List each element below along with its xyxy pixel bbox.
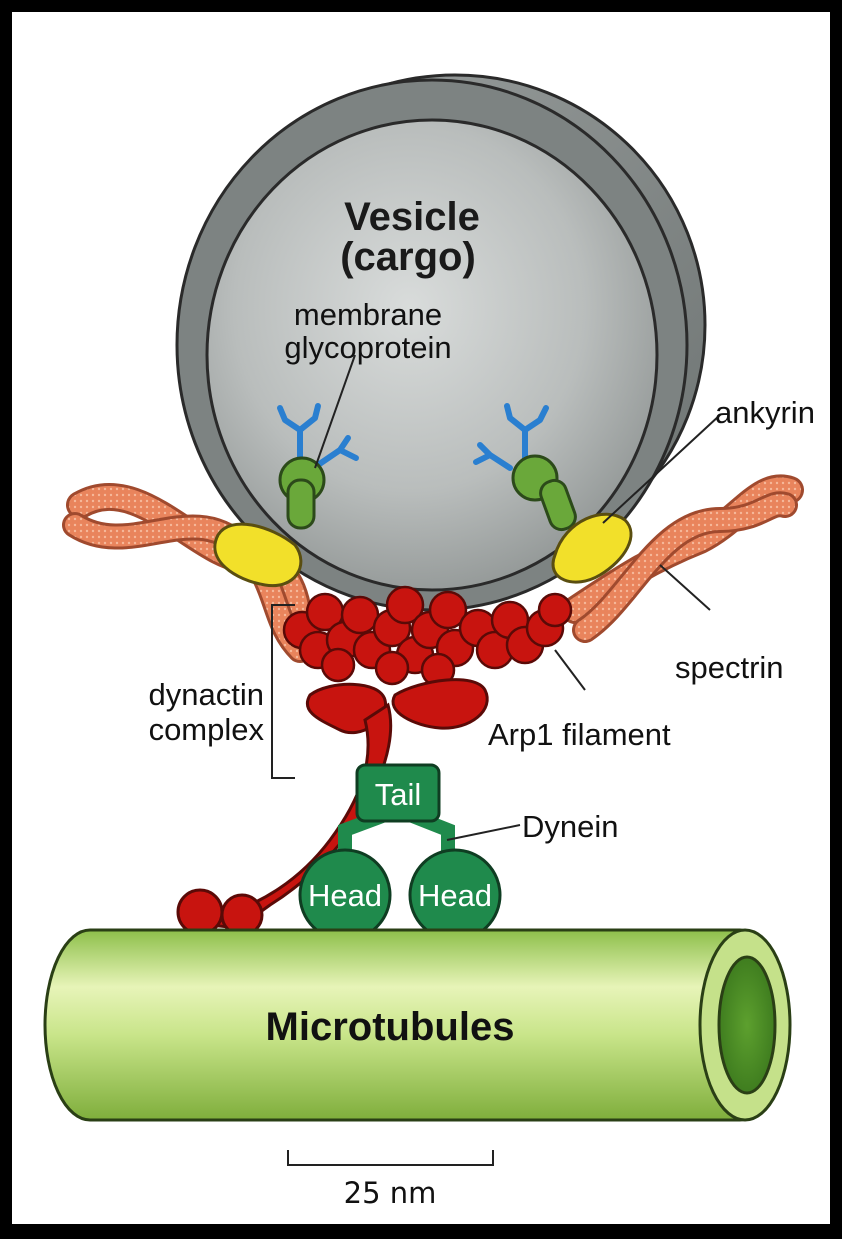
vesicle-label-line2: (cargo): [340, 235, 476, 279]
dynactin-label-line2: complex: [149, 712, 265, 747]
dynein-label: Dynein: [522, 809, 619, 844]
ankyrin-label: ankyrin: [715, 395, 815, 430]
vesicle-label-line1: Vesicle: [344, 195, 480, 239]
glycoprotein-label-line1: membrane: [294, 297, 442, 332]
head-right-label: Head: [418, 878, 492, 913]
microtubules-label: Microtubules: [266, 1005, 515, 1049]
spectrin-label: spectrin: [675, 650, 784, 685]
scale-label: 25 nm: [344, 1176, 437, 1210]
arp1-label: Arp1 filament: [488, 717, 671, 752]
dynein-tail-label: Tail: [375, 777, 422, 812]
head-left-label: Head: [308, 878, 382, 913]
dynactin-label-line1: dynactin: [149, 677, 264, 712]
glycoprotein-label-line2: glycoprotein: [284, 330, 451, 365]
